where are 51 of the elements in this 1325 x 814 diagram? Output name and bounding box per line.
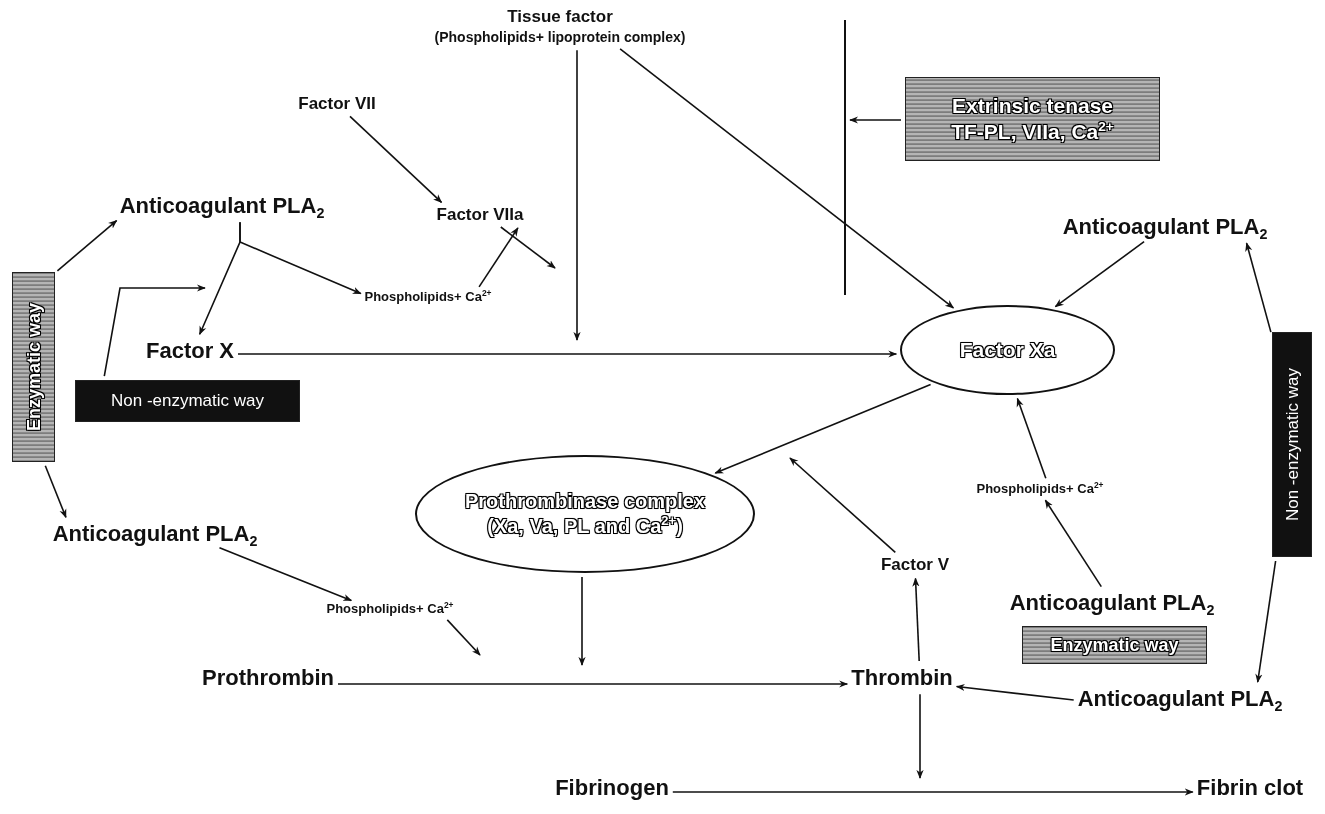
node-label: Fibrin clot: [1196, 775, 1304, 801]
arrow: [1245, 242, 1272, 333]
arrow: [500, 226, 556, 269]
arrow: [573, 49, 581, 341]
arrow: [239, 221, 362, 295]
node-label: Factor VII: [298, 94, 376, 114]
arrow: [672, 788, 1194, 796]
barrier-line: [844, 20, 846, 295]
node-label: Phospholipids+ Ca$^{2+}$: [976, 482, 1104, 497]
pathway-tag: Enzymatic way: [12, 272, 55, 462]
arrow: [1255, 560, 1277, 683]
arrow: [714, 383, 932, 474]
arrow: [337, 680, 849, 688]
node-label: Anticoagulant PLA$_{2}$: [119, 193, 325, 219]
pathway-tag: Non -enzymatic way: [75, 380, 300, 422]
arrow: [349, 115, 443, 204]
arrow: [478, 227, 519, 288]
complex-ellipse: Factor Xa: [900, 305, 1115, 395]
node-label: Anticoagulant PLA$_{2}$: [52, 521, 258, 547]
node-label: Tissue factor: [507, 6, 613, 28]
arrow: [56, 219, 118, 272]
arrow: [912, 577, 920, 662]
node-label: Anticoagulant PLA$_{2}$: [1009, 590, 1215, 616]
pathway-tag: Extrinsic tenase TF-PL, VIIa, Ca$^{2+}$: [905, 77, 1160, 161]
arrow: [1054, 240, 1145, 308]
arrow: [916, 693, 924, 779]
arrow: [955, 683, 1075, 701]
node-label: Factor X: [146, 338, 234, 364]
node-label: Fibrinogen: [555, 775, 669, 801]
node-label: Phospholipids+ Ca$^{2+}$: [326, 602, 454, 617]
node-note: (Phospholipids+ lipoprotein complex): [434, 28, 686, 47]
pathway-tag: Enzymatic way: [1022, 626, 1207, 664]
node-label: Factor VIIa: [436, 205, 524, 225]
node-label: Factor V: [881, 555, 949, 575]
arrow: [237, 350, 898, 358]
complex-ellipse: Prothrombinase complex (Xa, Va, PL and Ca$^{2+}$): [415, 455, 755, 573]
node-label: Thrombin: [851, 665, 953, 691]
arrow: [44, 464, 67, 519]
arrow: [218, 547, 353, 602]
arrow: [849, 116, 902, 124]
pathway-tag: Non -enzymatic way: [1272, 332, 1312, 557]
arrow: [578, 576, 586, 666]
node-label: Phospholipids+ Ca$^{2+}$: [364, 290, 492, 305]
node-label: Anticoagulant PLA$_{2}$: [1077, 686, 1283, 712]
arrow: [1044, 499, 1103, 588]
arrow: [789, 457, 897, 554]
node-label: Prothrombin: [202, 665, 334, 691]
node-label: Anticoagulant PLA$_{2}$: [1062, 214, 1268, 240]
arrow: [446, 619, 481, 656]
arrow: [103, 284, 206, 377]
arrow: [1016, 397, 1047, 479]
